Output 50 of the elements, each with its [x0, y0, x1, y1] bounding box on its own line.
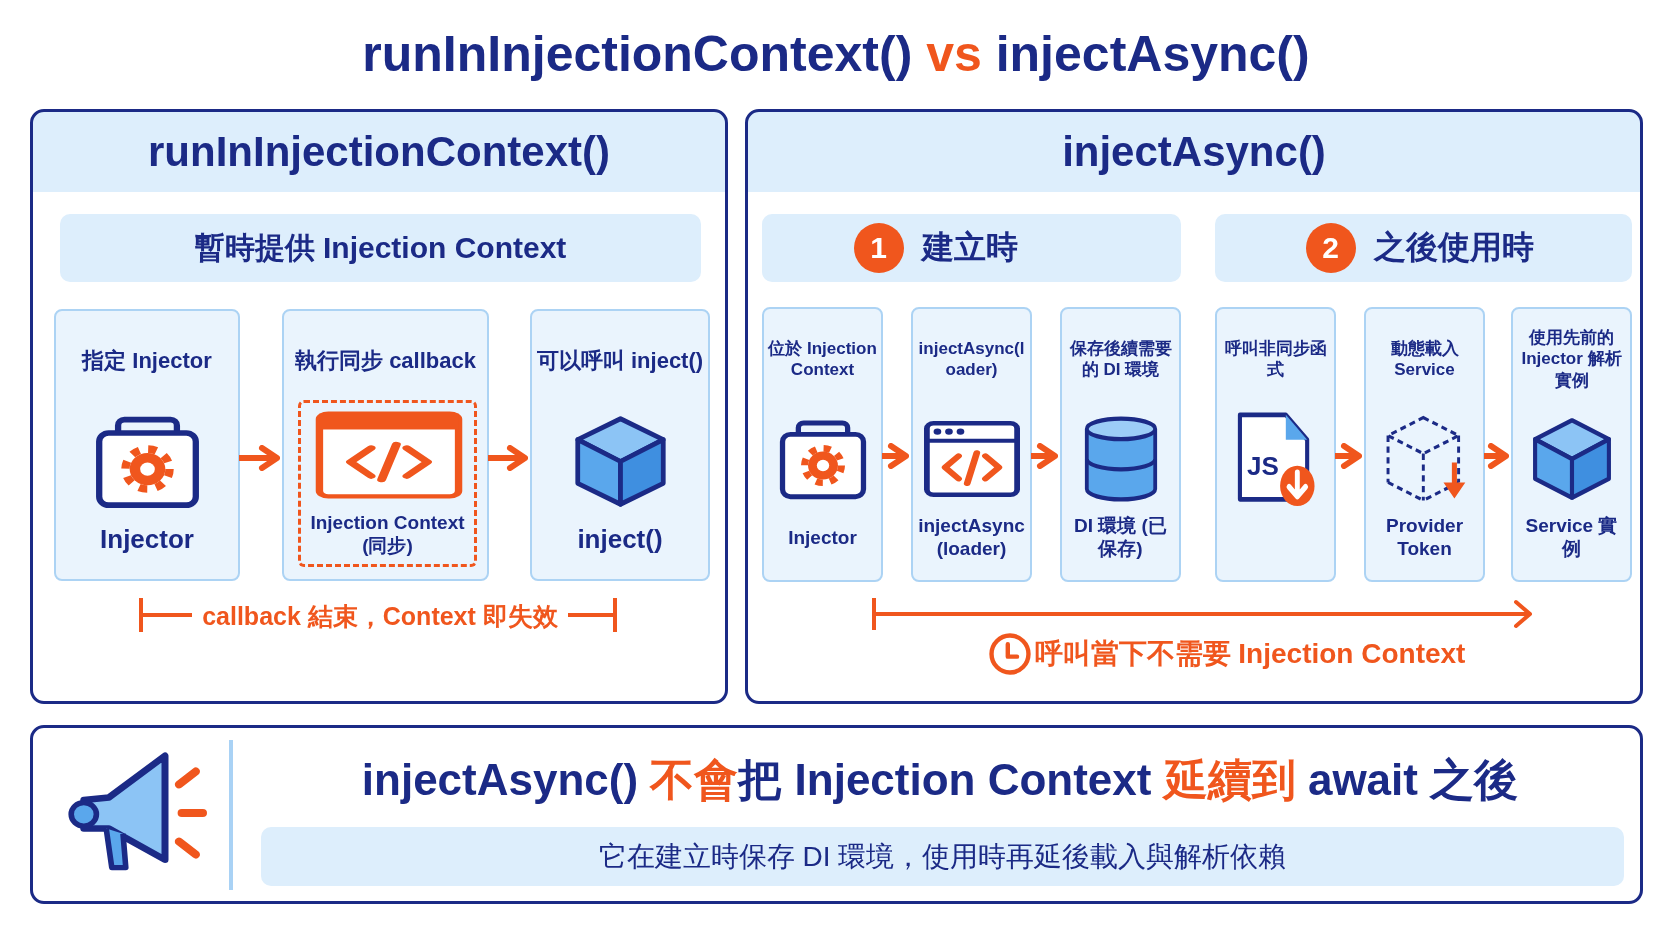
card-caption: inject() — [577, 524, 663, 556]
step-card — [911, 307, 1032, 582]
frame-caption: Injection Context (同步) — [309, 512, 466, 558]
step-card — [282, 309, 489, 581]
step-card — [762, 307, 883, 582]
card-heading: injectAsync(loader) — [917, 337, 1026, 381]
panel — [745, 109, 1643, 704]
panel-heading: runInInjectionContext() — [148, 128, 610, 176]
dashed-frame — [298, 400, 477, 567]
summary-panel — [30, 725, 1643, 904]
summary-heading: injectAsync() 不會把 Injection Context 延續到 await 之後 — [361, 753, 1519, 806]
arrow — [1031, 443, 1058, 469]
arrow — [488, 445, 528, 471]
step-card — [54, 309, 240, 581]
step-card — [1511, 307, 1632, 582]
card-heading: 位於 Injection Context — [768, 337, 877, 381]
panel — [30, 109, 728, 704]
arrow — [1335, 443, 1362, 469]
card-caption: DI 環境 (已保存) — [1073, 515, 1168, 561]
step-card — [1364, 307, 1485, 582]
card-heading: 可以呼叫 inject() — [536, 347, 704, 375]
step-card — [530, 309, 710, 581]
card-caption: Injector — [788, 526, 857, 550]
card-heading: 執行同步 callback — [295, 347, 476, 375]
step-band — [762, 214, 1181, 282]
card-heading: 使用先前的 Injector 解析實例 — [1520, 327, 1623, 391]
panel-heading: injectAsync() — [1062, 128, 1326, 176]
card-heading: 動態載入 Service — [1389, 337, 1460, 381]
arrow — [239, 445, 280, 471]
card-caption: Injector — [100, 524, 194, 556]
step-band — [1215, 214, 1632, 282]
step-heading: 建立時 — [921, 228, 1018, 267]
step-heading: 之後使用時 — [1373, 228, 1534, 267]
arrow — [1484, 443, 1509, 469]
card-heading: 保存後續需要的 DI 環境 — [1068, 337, 1173, 381]
step-number: 1 — [853, 223, 904, 273]
arrow — [882, 443, 909, 469]
heading-band: 暫時提供 Injection Context — [60, 214, 701, 282]
card-caption: Service 實例 — [1524, 515, 1619, 561]
card-caption: injectAsync (loader) — [917, 515, 1026, 561]
note-text: 呼叫當下不需要 Injection Context — [1034, 637, 1466, 671]
summary-band: 它在建立時保存 DI 環境，使用時再延後載入與解析依賴 — [261, 827, 1624, 886]
card-heading: 指定 Injector — [82, 347, 212, 375]
title: runInInjectionContext() vs injectAsync() — [362, 25, 1310, 83]
step-number: 2 — [1305, 223, 1356, 273]
step-card — [1215, 307, 1336, 582]
step-card — [1060, 307, 1181, 582]
file-type-label: JS — [1247, 450, 1279, 482]
card-caption: Provider Token — [1384, 515, 1465, 561]
card-heading: 呼叫非同步函式 — [1223, 337, 1328, 381]
